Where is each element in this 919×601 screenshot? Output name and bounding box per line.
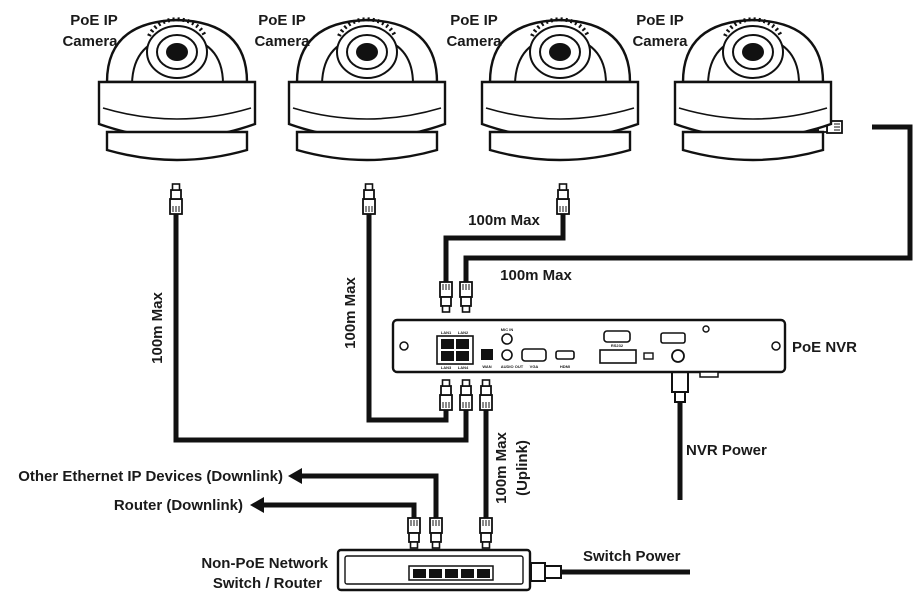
camera-2-icon <box>287 17 447 162</box>
camera-4-icon <box>673 17 833 162</box>
port-label-audio: AUDIO OUT <box>501 364 524 369</box>
nvr-usb-port <box>643 352 654 360</box>
camera-1-icon <box>97 17 257 162</box>
port-label-wan: WAN <box>482 364 491 369</box>
switch-power-plug <box>530 562 562 582</box>
nvr-wan-port <box>481 349 493 360</box>
cable-cam3 <box>443 212 566 288</box>
port-label-mic: MIC IN <box>501 327 514 332</box>
cable-cam4 <box>463 124 913 288</box>
nvr-lan-ports <box>436 335 474 365</box>
plug-cam2 <box>363 184 375 214</box>
plug-nvr-bottom-1 <box>440 380 452 410</box>
cable-downlink-other <box>300 473 439 520</box>
cable-cam3-label: 100m Max <box>468 212 540 229</box>
camera-4-label-line2: Camera <box>632 33 688 50</box>
arrow-router <box>250 497 264 513</box>
plug-cam3 <box>557 184 569 214</box>
arrow-other <box>288 468 302 484</box>
nvr-power-plug <box>671 369 689 403</box>
port-label-rs232: RS232 <box>611 343 624 348</box>
camera-3-icon <box>480 17 640 162</box>
plug-switch-1 <box>407 517 421 549</box>
downlink-other-label: Other Ethernet IP Devices (Downlink) <box>18 468 283 485</box>
port-label-lan2: LAN2 <box>458 330 469 335</box>
port-label-lan3: LAN3 <box>441 365 452 370</box>
plug-cam1 <box>170 184 182 214</box>
cable-cam2 <box>366 212 449 423</box>
port-label-hdmi: HDMI <box>560 364 570 369</box>
cable-cam2-label: 100m Max <box>342 276 359 348</box>
network-switch <box>336 548 532 592</box>
camera-3-label-line1: PoE IP <box>450 12 498 29</box>
camera-1-label-line1: PoE IP <box>70 12 118 29</box>
port-label-lan4: LAN4 <box>458 365 469 370</box>
nvr-power-jack <box>671 349 685 363</box>
nvr-mic-port <box>501 333 513 345</box>
cable-cam1-label: 100m Max <box>149 291 166 363</box>
switch-label-line1: Non-PoE Network <box>201 555 328 572</box>
cable-cam1 <box>173 212 469 443</box>
nvr-power-label: NVR Power <box>686 442 767 459</box>
nvr-vga-port <box>521 348 547 362</box>
switch-power-label: Switch Power <box>583 548 681 565</box>
plug-switch-2 <box>429 517 443 549</box>
plug-nvr-top-1 <box>439 281 453 313</box>
cable-cam4-label: 100m Max <box>500 267 572 284</box>
camera-2-label-line1: PoE IP <box>258 12 306 29</box>
port-label-vga: VGA <box>530 364 539 369</box>
nvr-label: PoE NVR <box>792 339 857 356</box>
camera-2-label-line2: Camera <box>254 33 310 50</box>
nvr-ground-screw <box>702 325 710 333</box>
nvr-device: LAN1 LAN2 LAN3 LAN4 WAN MIC IN AUDIO OUT… <box>391 318 787 378</box>
camera-4-label-line1: PoE IP <box>636 12 684 29</box>
port-label-lan1: LAN1 <box>441 330 452 335</box>
nvr-alarm-terminal <box>599 349 637 364</box>
cable-uplink-label-line1: 100m Max <box>493 431 510 503</box>
camera-3-label-line2: Camera <box>446 33 502 50</box>
plug-nvr-bottom-2 <box>460 380 472 410</box>
camera-1-label-line2: Camera <box>62 33 118 50</box>
nvr-power-switch <box>660 332 686 344</box>
plug-switch-uplink <box>479 517 493 549</box>
nvr-audio-port <box>501 349 513 361</box>
nvr-hdmi-port <box>555 350 575 360</box>
cable-uplink-label-line2: (Uplink) <box>514 440 531 496</box>
nvr-rs232-port <box>603 330 631 343</box>
switch-label-line2: Switch / Router <box>213 575 322 592</box>
cable-downlink-router <box>262 502 417 520</box>
plug-nvr-uplink <box>480 380 492 410</box>
downlink-router-label: Router (Downlink) <box>114 497 243 514</box>
plug-nvr-top-2 <box>459 281 473 313</box>
